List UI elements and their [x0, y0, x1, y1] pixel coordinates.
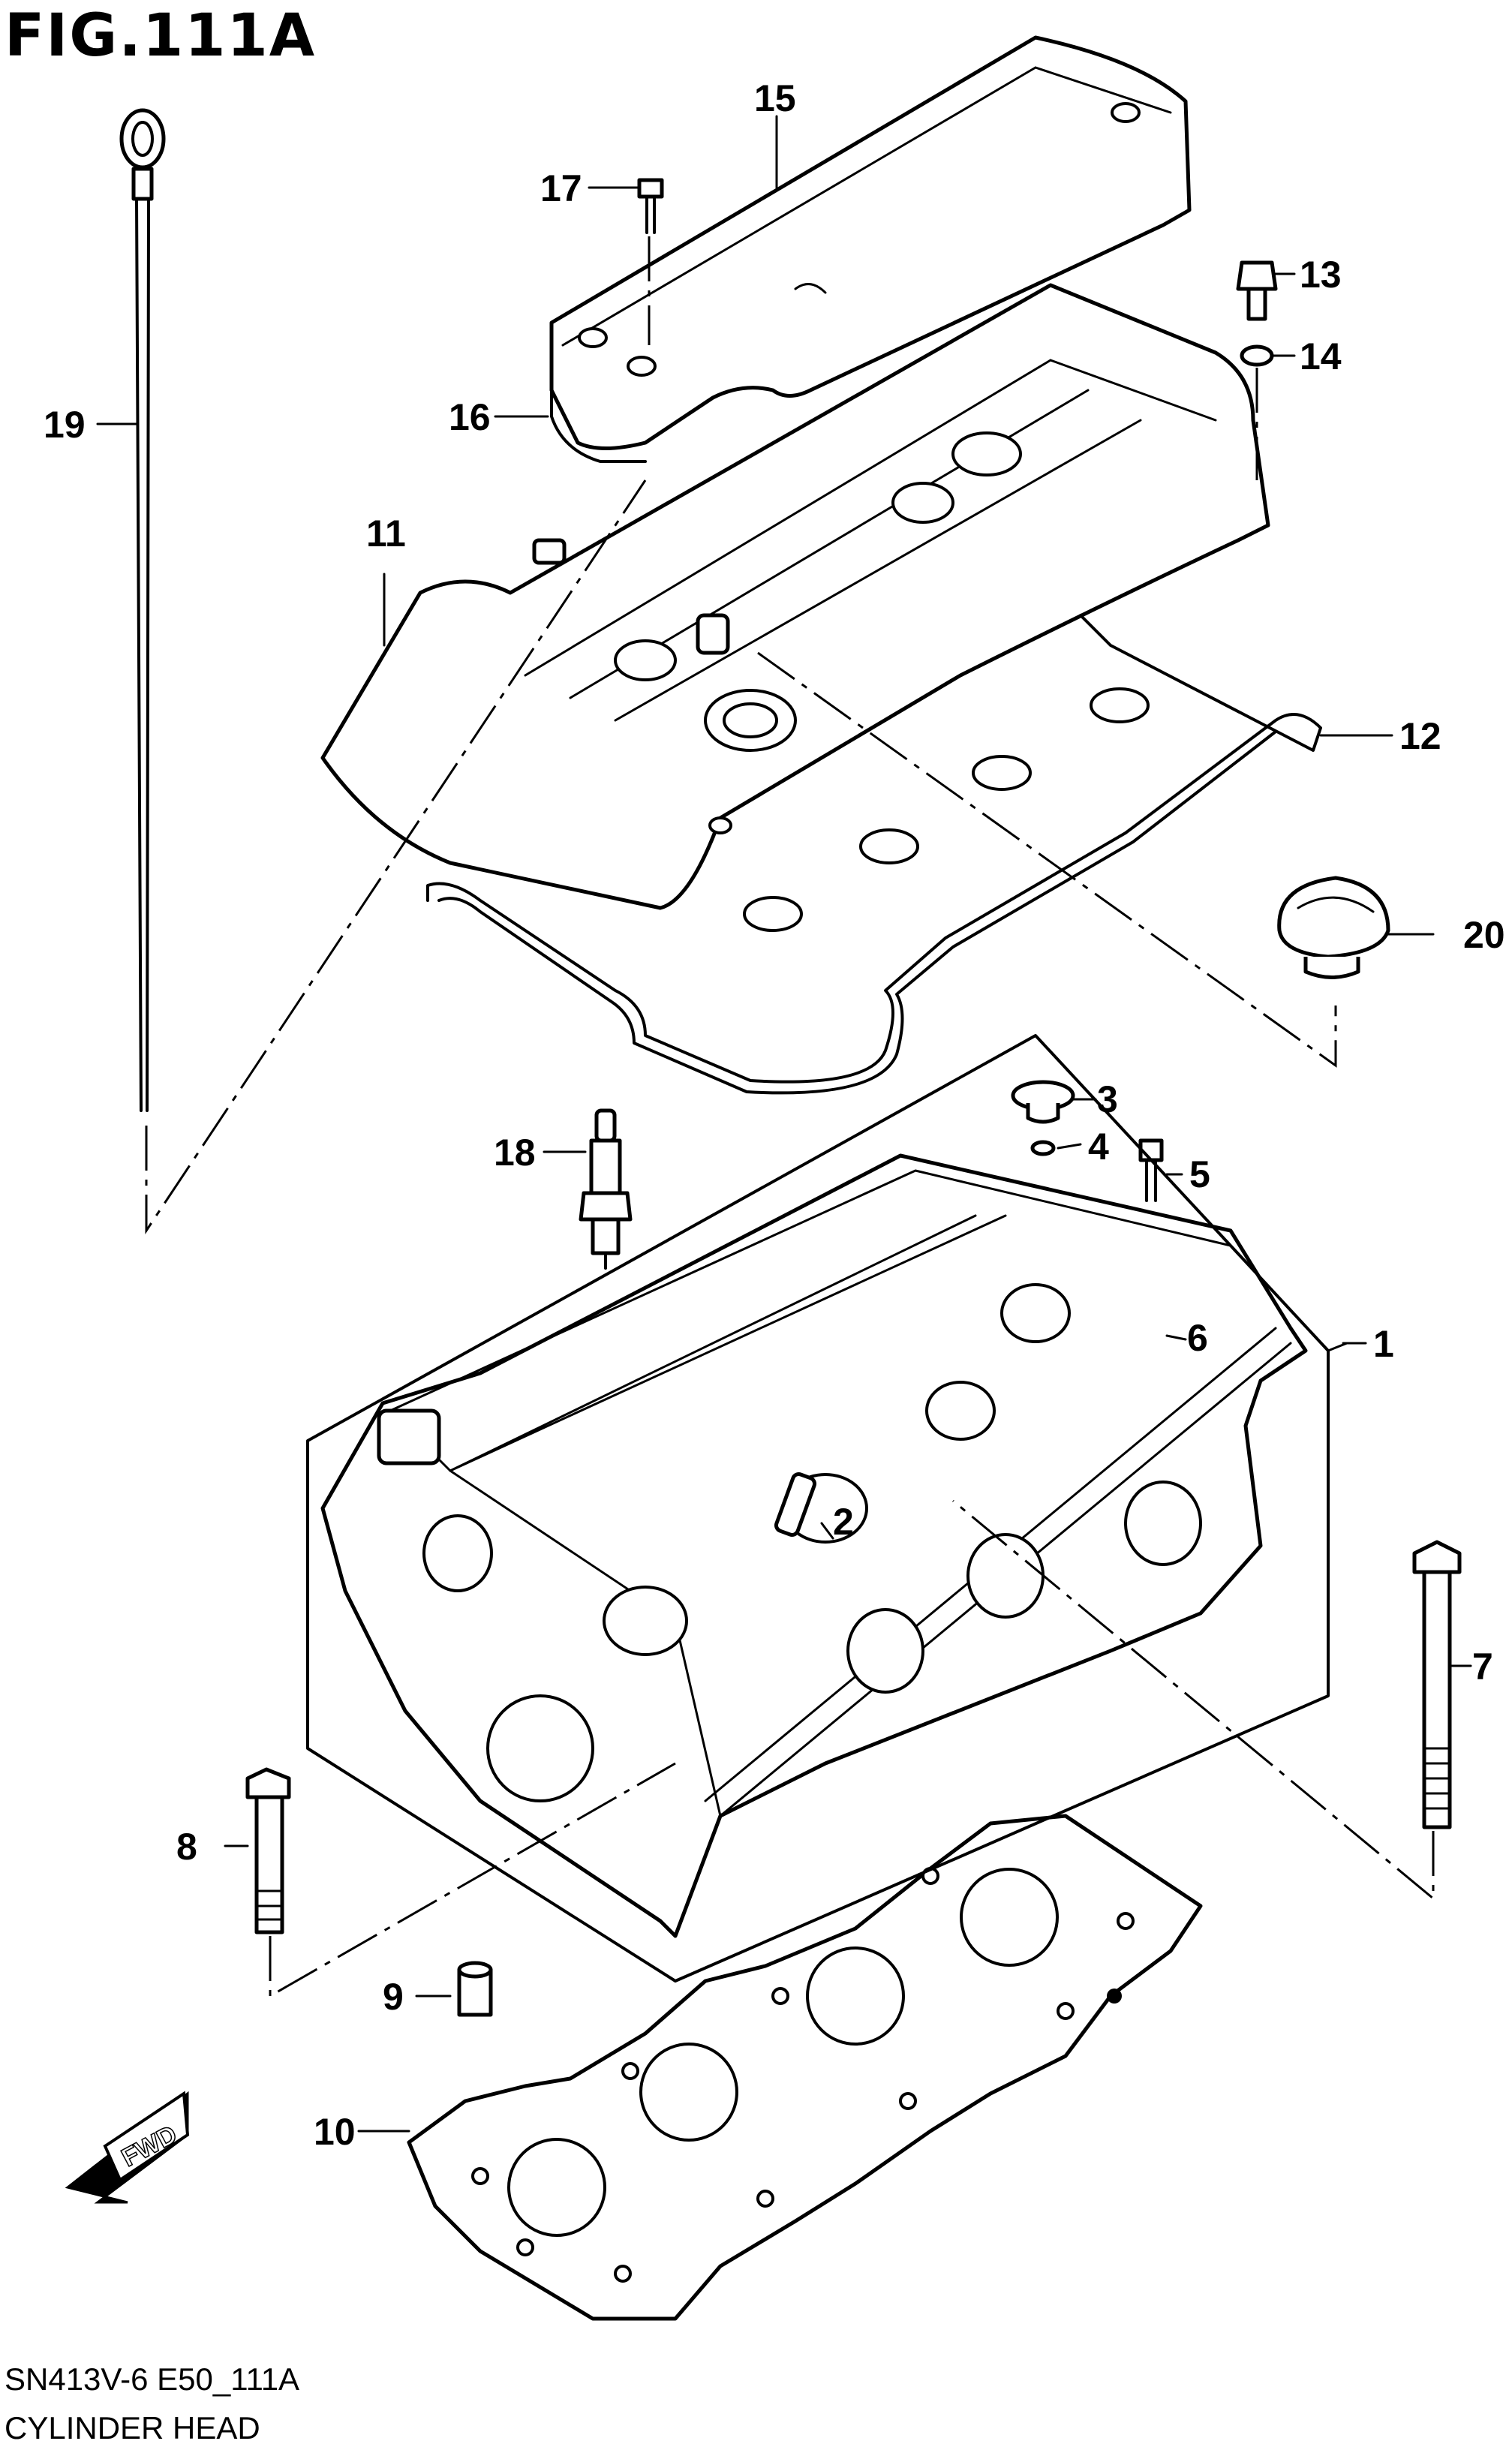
- callout-2: 2: [833, 1501, 854, 1543]
- callout-5: 5: [1189, 1153, 1210, 1195]
- o-ring-part[interactable]: [1030, 1140, 1056, 1156]
- cylinder-head-group-box: [306, 1034, 1330, 1983]
- head-bolt-part[interactable]: [245, 1767, 291, 1934]
- dipstick-part[interactable]: [119, 108, 166, 1112]
- callout-3: 3: [1097, 1078, 1118, 1120]
- callout-9: 9: [383, 1976, 404, 2018]
- callout-17: 17: [540, 167, 582, 209]
- locating-dowel-part[interactable]: [457, 1961, 493, 2017]
- leader-lines: [96, 115, 1472, 2133]
- spark-plug-part[interactable]: [579, 1108, 633, 1270]
- callout-12: 12: [1399, 715, 1441, 757]
- head-bolt-small-part[interactable]: [1138, 1138, 1164, 1202]
- blind-plug-part[interactable]: [1011, 1080, 1075, 1124]
- top-cover-bolt-part[interactable]: [637, 178, 664, 234]
- callout-16: 16: [449, 396, 491, 438]
- cylinder-head-part[interactable]: [320, 1153, 1308, 1938]
- forward-direction-arrow: FWD: [65, 2091, 190, 2204]
- cylinder-head-cover-part[interactable]: [320, 283, 1270, 910]
- callout-13: 13: [1300, 254, 1342, 296]
- callout-20: 20: [1463, 914, 1505, 956]
- callout-1: 1: [1373, 1323, 1394, 1365]
- callout-11: 11: [366, 513, 406, 555]
- callout-7: 7: [1472, 1646, 1493, 1688]
- callout-19: 19: [44, 404, 86, 446]
- callout-10: 10: [314, 2111, 356, 2153]
- centerline-dipstick: [145, 479, 647, 1234]
- engine-cover-part[interactable]: [549, 35, 1192, 450]
- section-name: CYLINDER HEAD: [5, 2410, 260, 2445]
- head-bolt-long-part[interactable]: [1412, 1540, 1462, 1829]
- centerline-bolt: [269, 1762, 676, 1998]
- cover-gasket-part[interactable]: [426, 614, 1322, 1095]
- head-gasket-part[interactable]: [407, 1814, 1203, 2321]
- model-code: SN413V-6 E50_111A: [5, 2361, 299, 2397]
- centerline-filler: [757, 651, 1337, 1068]
- callout-8: 8: [176, 1826, 197, 1868]
- callout-18: 18: [494, 1132, 536, 1174]
- callout-4: 4: [1088, 1126, 1109, 1168]
- cover-grommet-part[interactable]: [550, 366, 647, 463]
- oil-filler-cap-part[interactable]: [1277, 876, 1390, 979]
- callout-15: 15: [754, 77, 796, 119]
- callout-6: 6: [1187, 1317, 1208, 1359]
- callout-14: 14: [1300, 335, 1342, 377]
- figure-title: FIG.111A: [5, 2, 316, 70]
- sealing-washer-part[interactable]: [1240, 344, 1274, 367]
- centerline-long-bolt: [952, 1499, 1435, 1901]
- cover-bolt-part[interactable]: [1236, 260, 1278, 321]
